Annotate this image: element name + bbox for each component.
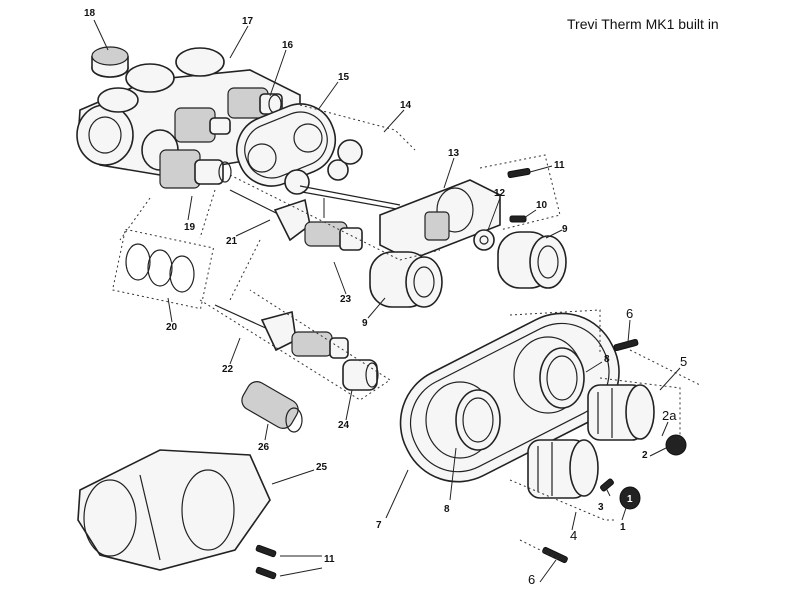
- callout-labels: 18 17 16 15 14 13 11 12 10 9 9 19 21 23 …: [84, 8, 687, 587]
- callout-25: 25: [316, 462, 328, 473]
- o-rings-20: [111, 228, 215, 310]
- callout-1: 1: [620, 522, 626, 533]
- callout-24: 24: [338, 420, 350, 431]
- valve-parts-mid: [174, 107, 231, 143]
- callout-10: 10: [536, 200, 548, 211]
- callout-2a: 2a: [662, 408, 677, 423]
- callout-6-bottom: 6: [528, 572, 535, 587]
- callout-2: 2: [642, 450, 648, 461]
- cap-1: 1: [619, 486, 641, 510]
- handle-5: [587, 384, 655, 441]
- callout-19: 19: [184, 222, 196, 233]
- callout-3: 3: [598, 502, 604, 513]
- callout-16: 16: [282, 40, 294, 51]
- screw-10: [509, 215, 527, 223]
- callout-23: 23: [340, 294, 352, 305]
- sleeve-9-right: [497, 231, 567, 289]
- callout-8-right: 8: [604, 354, 610, 365]
- gasket-15: [235, 103, 337, 187]
- callout-7: 7: [376, 520, 382, 531]
- sleeve-9-left: [369, 251, 443, 308]
- screw-3: [600, 478, 614, 492]
- callout-18: 18: [84, 8, 96, 19]
- callout-8-left: 8: [444, 504, 450, 515]
- callout-21: 21: [226, 236, 238, 247]
- nut-12: [473, 229, 495, 251]
- cartridge-26: [241, 381, 303, 433]
- callout-11-bottom: 11: [324, 554, 335, 565]
- callout-15: 15: [338, 72, 350, 83]
- callout-9-left: 9: [362, 318, 368, 329]
- spindle-assembly-22: [214, 304, 349, 359]
- shroud-13: [379, 179, 501, 261]
- cartridge-19: [159, 149, 232, 189]
- cap-2: [665, 434, 687, 456]
- cover-25: [77, 449, 271, 571]
- screw-6-bottom: [542, 546, 568, 564]
- screw-6-top: [613, 338, 639, 352]
- spindle-14: [284, 139, 403, 211]
- assembly-guides: [119, 104, 701, 561]
- screw-11-top: [507, 167, 531, 179]
- leader-lines: [93, 19, 681, 583]
- callout-22: 22: [222, 364, 234, 375]
- diagram-title: Trevi Therm MK1 built in: [567, 16, 719, 32]
- screws-11-bottom: [255, 544, 277, 580]
- svg-text:1: 1: [627, 494, 633, 505]
- callout-4: 4: [570, 528, 577, 543]
- callout-5: 5: [680, 354, 687, 369]
- o-ring-8-left: [455, 389, 501, 451]
- callout-14: 14: [400, 100, 412, 111]
- callout-9-right: 9: [562, 224, 568, 235]
- callout-20: 20: [166, 322, 178, 333]
- callout-26: 26: [258, 442, 270, 453]
- cartridge-24: [342, 359, 379, 391]
- callout-13: 13: [448, 148, 460, 159]
- callout-12: 12: [494, 188, 506, 199]
- callout-11-top: 11: [554, 160, 565, 171]
- o-ring-8-right: [539, 347, 585, 409]
- cartridge-16: [227, 87, 283, 119]
- callout-17: 17: [242, 16, 254, 27]
- cap-18: [91, 46, 129, 78]
- callout-6-top: 6: [626, 306, 633, 321]
- handle-4: [527, 439, 599, 499]
